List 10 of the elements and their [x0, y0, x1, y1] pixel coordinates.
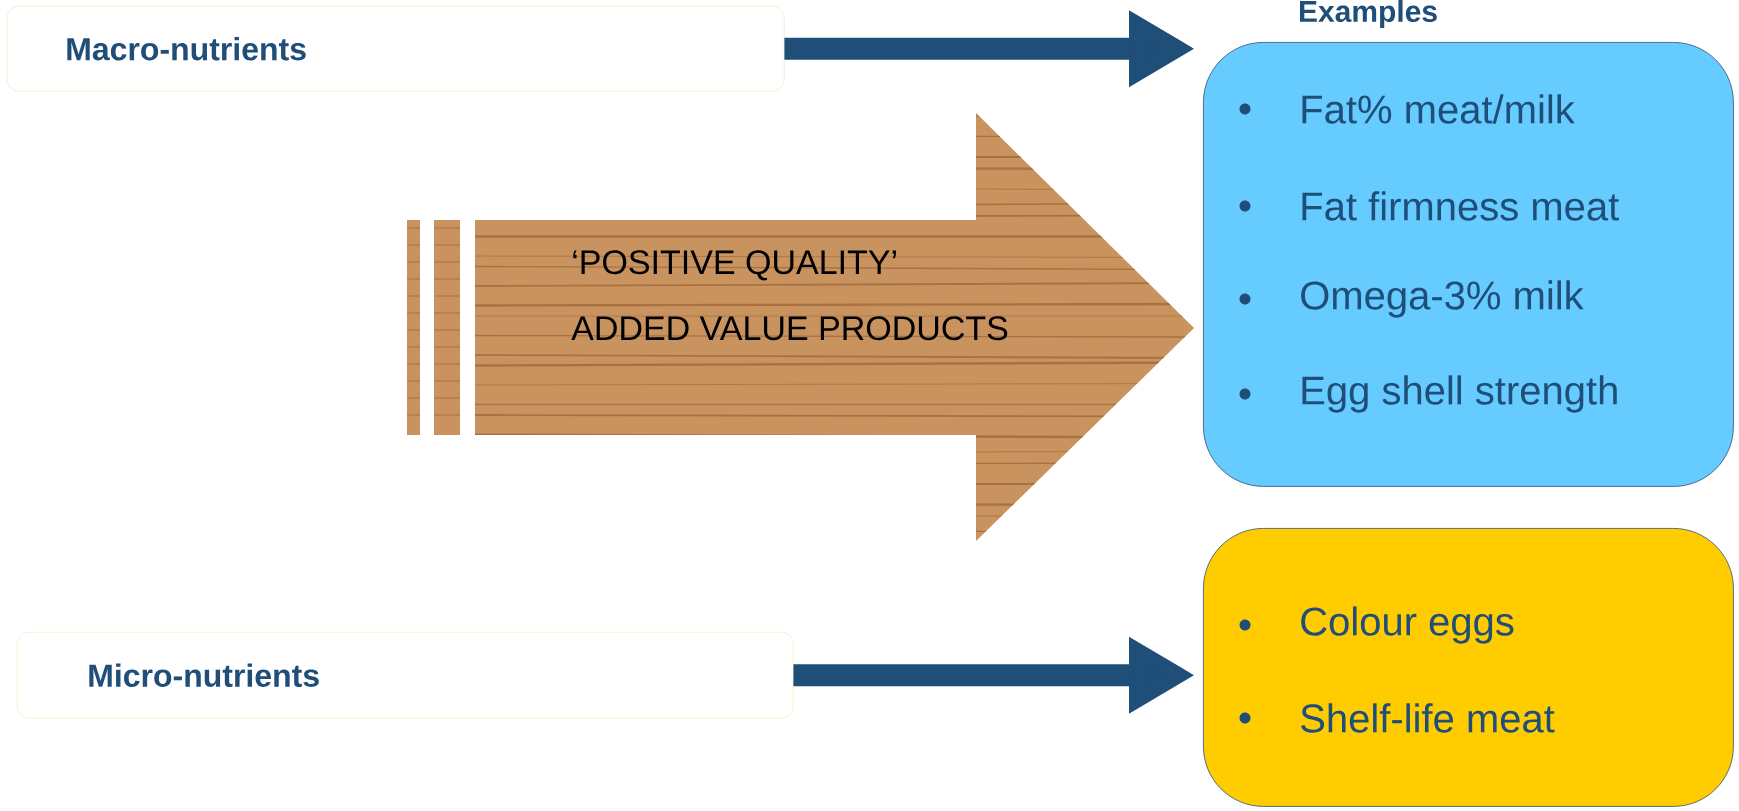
bullet-item: Fat firmness meat: [1239, 191, 1619, 221]
bullet-item: Fat% meat/milk: [1239, 94, 1575, 124]
bullet-item: Egg shell strength: [1239, 375, 1617, 413]
label-box: Micro-nutrients: [17, 632, 794, 719]
bullet-item: Colour eggs: [1239, 606, 1514, 644]
heading: Examples: [1300, 0, 1437, 28]
bullet-list-box: [1203, 528, 1734, 807]
label-box: Macro-nutrients: [7, 6, 785, 92]
bullet-item: Omega-3% milk: [1239, 280, 1584, 318]
bullet-item: Shelf-life meat: [1239, 703, 1555, 733]
